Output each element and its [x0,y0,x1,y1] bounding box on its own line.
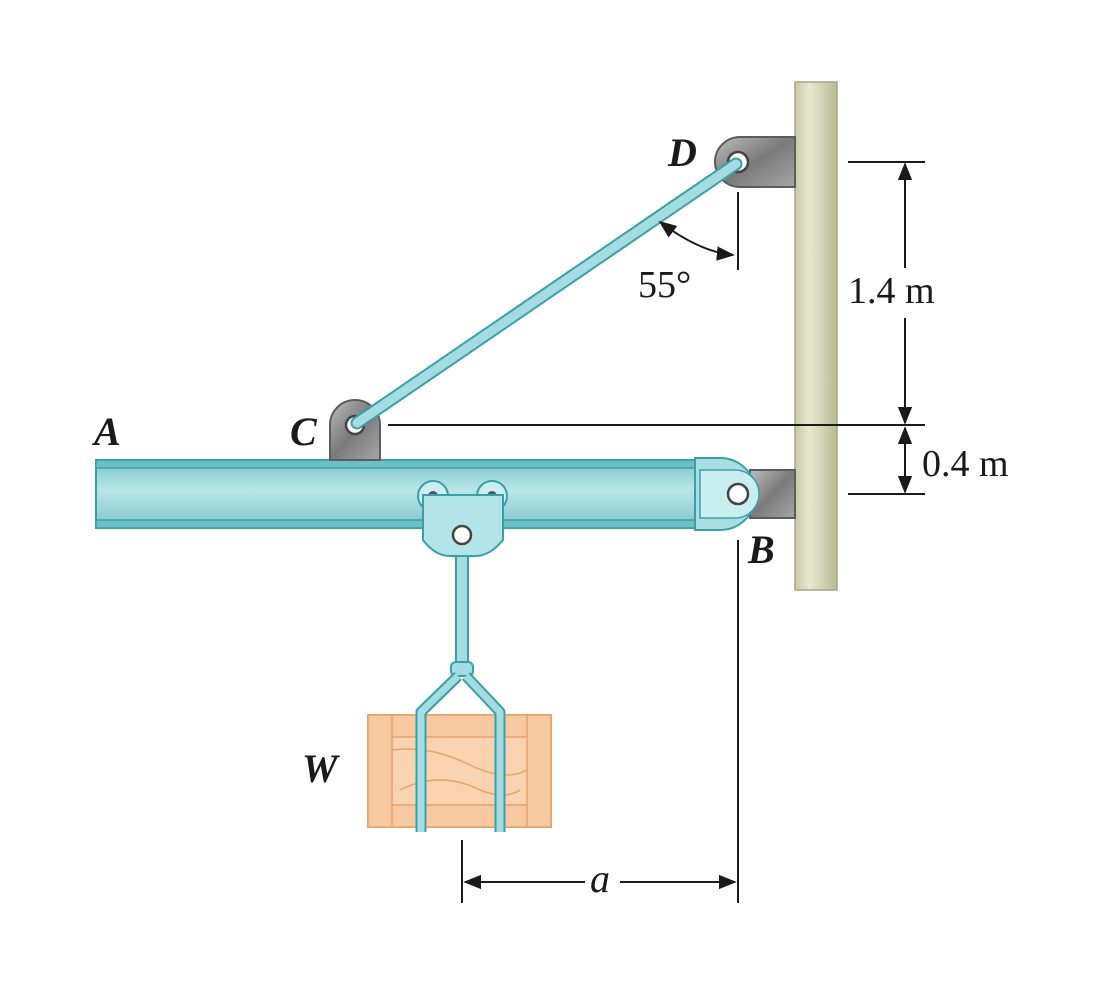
label-dim-lower: 0.4 m [922,443,1009,485]
label-d: D [667,130,697,175]
rod-cd [350,157,743,430]
label-angle: 55° [638,264,691,306]
label-dim-a: a [590,856,610,901]
beam-ab [95,457,760,531]
trolley [417,480,508,677]
label-w: W [302,746,340,791]
crate-w [367,714,552,828]
label-a: A [91,409,121,454]
sling [415,672,506,832]
pin-b [726,482,750,506]
dimension-lines [388,161,925,903]
label-b: B [747,527,775,572]
label-c: C [290,409,318,454]
bracket-d [714,136,796,188]
wall [794,81,838,591]
label-dim-upper: 1.4 m [848,270,935,312]
